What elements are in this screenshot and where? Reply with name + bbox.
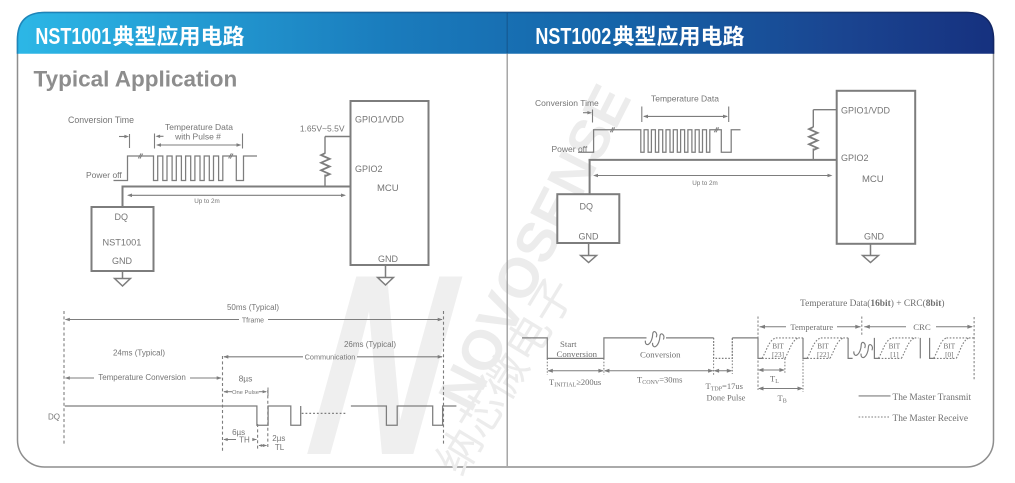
svg-text:GPIO2: GPIO2 <box>841 153 869 163</box>
svg-text:GPIO1/VDD: GPIO1/VDD <box>841 106 891 116</box>
svg-text:CRC: CRC <box>913 322 931 332</box>
svg-text:Conversion: Conversion <box>640 350 681 360</box>
svg-text:TTDP=17us: TTDP=17us <box>706 381 743 393</box>
svg-text:Power off: Power off <box>552 144 588 154</box>
svg-text:Temperature: Temperature <box>790 322 833 332</box>
svg-text:TB: TB <box>778 393 787 405</box>
svg-text:GND: GND <box>112 256 133 266</box>
svg-text:Power off: Power off <box>86 170 122 180</box>
svg-text:MCU: MCU <box>862 174 884 185</box>
svg-text:Start: Start <box>560 339 577 349</box>
svg-text:Conversion Time: Conversion Time <box>535 98 599 108</box>
svg-text:The Master Receive: The Master Receive <box>893 414 969 424</box>
svg-text:2µs: 2µs <box>272 434 285 443</box>
svg-text:GPIO2: GPIO2 <box>355 164 383 174</box>
svg-text:MCU: MCU <box>377 183 399 194</box>
svg-text:TL: TL <box>275 443 285 452</box>
svg-text:8µs: 8µs <box>239 374 253 384</box>
svg-text:GND: GND <box>378 254 399 264</box>
svg-text:DQ: DQ <box>48 413 60 422</box>
svg-text:TL: TL <box>770 374 779 386</box>
svg-text:24ms (Typical): 24ms (Typical) <box>113 349 165 358</box>
svg-text:[23]: [23] <box>772 351 784 359</box>
svg-text:Conversion: Conversion <box>557 349 598 359</box>
svg-text:GND: GND <box>579 232 600 242</box>
svg-text:Up to 2m: Up to 2m <box>194 198 220 205</box>
svg-text:DQ: DQ <box>115 212 129 222</box>
svg-text:The Master Transmit: The Master Transmit <box>893 393 972 403</box>
svg-text:TINITIAL≥200us: TINITIAL≥200us <box>549 377 601 389</box>
svg-text:NST1001: NST1001 <box>35 24 111 50</box>
svg-text:Temperature Conversion: Temperature Conversion <box>98 373 186 382</box>
svg-text:Up to 2m: Up to 2m <box>692 180 718 187</box>
svg-text:Temperature Data(16bit) + CRC(: Temperature Data(16bit) + CRC(8bit) <box>800 298 944 309</box>
svg-text:DQ: DQ <box>580 202 594 212</box>
svg-text:Temperature Data: Temperature Data <box>165 122 233 132</box>
svg-text:1.65V~5.5V: 1.65V~5.5V <box>300 124 345 134</box>
svg-text:26ms (Typical): 26ms (Typical) <box>344 340 396 349</box>
svg-text:GPIO1/VDD: GPIO1/VDD <box>355 115 405 125</box>
svg-text:6µs: 6µs <box>232 428 245 437</box>
svg-text:with Pulse #: with Pulse # <box>174 132 221 142</box>
svg-text:NST1002: NST1002 <box>535 24 611 50</box>
svg-text:One Pulse: One Pulse <box>232 390 259 396</box>
svg-text:[1]: [1] <box>890 351 898 359</box>
svg-text:GND: GND <box>864 232 885 242</box>
svg-text:[22]: [22] <box>817 351 829 359</box>
svg-text:Typical Application: Typical Application <box>34 67 238 92</box>
svg-text:NST1001: NST1001 <box>103 238 142 248</box>
svg-text:BIT: BIT <box>817 343 829 351</box>
svg-text:Done Pulse: Done Pulse <box>707 393 746 403</box>
svg-text:Tframe: Tframe <box>242 317 264 324</box>
svg-text:Conversion Time: Conversion Time <box>68 115 134 125</box>
svg-text:BIT: BIT <box>944 343 956 351</box>
svg-text:TH: TH <box>239 436 250 445</box>
svg-text:BIT: BIT <box>772 343 784 351</box>
svg-text:Temperature Data: Temperature Data <box>651 94 719 104</box>
svg-text:[0]: [0] <box>945 351 953 359</box>
svg-text:TCONV=30ms: TCONV=30ms <box>637 375 682 387</box>
svg-text:BIT: BIT <box>889 343 901 351</box>
svg-text:50ms (Typical): 50ms (Typical) <box>227 303 279 312</box>
svg-text:Communication: Communication <box>305 352 356 361</box>
